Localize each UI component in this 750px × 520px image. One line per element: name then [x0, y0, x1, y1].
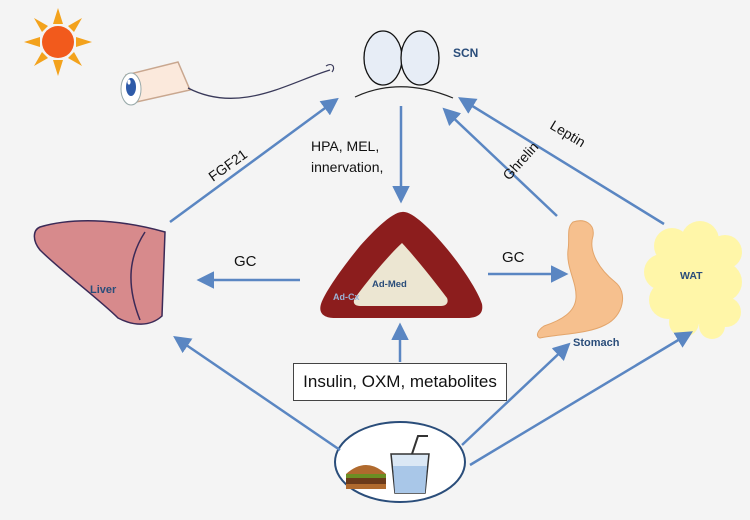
gc-right-label: GC	[502, 249, 525, 266]
arrows	[169, 97, 694, 467]
hpa-label-line2: innervation,	[311, 159, 383, 175]
gc-left-label: GC	[234, 253, 257, 270]
liver-label: Liver	[90, 284, 117, 296]
scn-label: SCN	[453, 46, 478, 60]
eye-icon	[120, 61, 192, 106]
leptin-label: Leptin	[547, 117, 588, 150]
wat-label: WAT	[680, 270, 703, 282]
inputs-label: Insulin, OXM, metabolites	[303, 372, 497, 391]
stomach-label: Stomach	[573, 337, 620, 349]
inputs-box: Insulin, OXM, metabolites	[293, 363, 507, 401]
scn-node	[354, 30, 454, 99]
wat-node	[644, 221, 742, 339]
adrenal-gland	[320, 211, 483, 318]
sun-icon	[24, 8, 92, 76]
optic-nerve	[187, 69, 331, 99]
arrow-liver-to-scn	[169, 97, 339, 224]
food-intake	[334, 421, 466, 503]
arrow-wat-to-scn	[458, 97, 665, 226]
ad-cx-label: Ad-Cx	[333, 292, 360, 302]
arrow-stomach-to-scn	[442, 107, 558, 217]
ad-med-label: Ad-Med	[372, 279, 407, 290]
ghrelin-label: Ghrelin	[499, 139, 541, 183]
arrow-food-to-wat	[469, 331, 694, 467]
liver-node	[33, 220, 166, 325]
arrow-food-to-liver	[173, 336, 341, 452]
drink-icon	[390, 435, 430, 494]
stomach-node	[536, 220, 624, 339]
burger-icon	[346, 465, 386, 489]
arrow-food-to-stomach	[461, 342, 571, 446]
hpa-label-line1: HPA, MEL,	[311, 138, 379, 154]
